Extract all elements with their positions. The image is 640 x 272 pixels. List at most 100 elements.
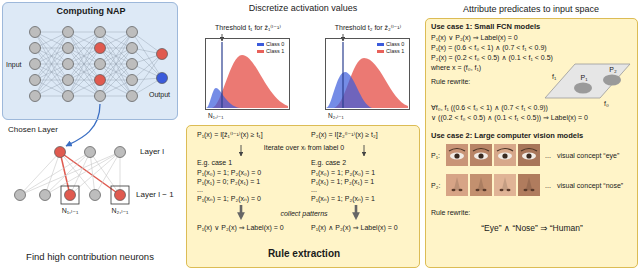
neural-network [95,43,106,54]
histogram-curves [326,72,372,108]
node-text: ... [197,186,203,194]
node-text: P₁(x₀) = 1; P₂(x₀) = 1 [311,169,375,177]
feature-plane [603,75,621,86]
histogram-curves [206,88,240,108]
neural-network [100,32,132,80]
image-patch [478,177,484,191]
image-patch [470,174,492,196]
arrow-label: Chosen Layer [8,125,58,134]
image-patch [452,189,456,191]
layer-connections [70,152,120,195]
axis-label: N₁,ₗ₋₁ [208,112,223,119]
image-patch [454,153,459,158]
neural-network [95,27,106,38]
node-text: P₁ [580,74,587,82]
image-patch [446,174,468,196]
layer-label: Layer l [140,147,164,156]
layer-connections [55,147,66,158]
legend-entry: Class 1 [257,48,284,54]
neural-network [68,32,100,80]
neural-network [100,32,132,80]
box-fill [205,38,290,110]
node-text: f₀ [604,100,609,108]
node-text: P₁(x) = I[ẑ₁⁽ˡ⁻¹⁾(x) ≥ t₁] [197,131,263,139]
image-patch [494,144,516,166]
layer-connections [15,190,26,201]
layer-connections [95,152,120,195]
node-text: P₁(x) = (0.6 < f₀ < 1) ∧ (0.7 < f₁ < 0.9… [431,44,547,52]
neural-network [63,75,74,86]
layer-caption: Output [149,91,170,99]
layer-connections [115,147,126,158]
legend-swatch [377,50,384,53]
neural-network [100,48,132,96]
layer-connections [45,152,120,195]
node-text: P₁: [431,152,440,160]
neural-network [30,27,41,38]
image-patch [494,144,516,166]
node-text: where x = (f₀, f₁) [431,64,481,72]
layer-connections [15,147,130,205]
image-patch [521,149,537,152]
panel-title: Find high contribution neurons [26,252,154,263]
image-patch [522,153,536,160]
node-text: P₂(x) = I[ẑ₂⁽ˡ⁻¹⁾(x) ≥ t₂] [311,131,378,139]
image-patch [459,189,463,191]
node-text: ∨ ((0.2 < f₀ < 0.5) ∧ (0.1 < f₁ < 0.5)) … [431,114,588,122]
image-patch [446,144,540,196]
node-text: visual concept “nose” [557,182,623,190]
flow-arrow [241,145,242,156]
neural-network [127,75,138,86]
image-patch [518,174,540,196]
layer-connections [20,152,120,195]
histogram-curves [221,42,222,108]
panel-title: Discretize activation values [249,3,358,13]
image-patch [470,144,492,166]
image-patch [470,174,492,196]
node-text: Rule rewrite: [431,209,470,217]
image-patch [518,144,540,166]
neural-network [63,43,74,54]
node-text: P₁(xₙ) = 1; P₂(xₙ) = 0 [197,195,261,203]
neural-network [68,48,100,96]
neural-network [95,59,106,70]
neural-network [100,48,132,96]
neural-network [127,91,138,102]
node-text: Rule rewrite: [431,78,470,86]
image-patch [474,153,488,160]
node-text: collect patterns [280,210,327,218]
network-panel: Computing NAPInputOutput [2,2,178,120]
neuron-label: N₂,ₗ₋₁ [112,207,129,215]
neural-network [35,48,68,96]
layer-label: Layer l − 1 [136,190,174,199]
box-fill [2,2,638,268]
image-patch [502,177,508,191]
neural-network [35,48,68,96]
layer-connections [20,152,90,195]
image-patch [498,153,512,160]
image-patch [500,189,504,191]
neuron-label: N₁,ₗ₋₁ [62,207,79,215]
neural-network [35,32,68,80]
neural-network [95,75,106,86]
neural-network [63,59,74,70]
image-patch [497,149,513,152]
layer-connections [40,190,51,201]
layer-connections [45,152,90,195]
neural-network [157,49,168,60]
box-fill [425,18,638,268]
legend-entry: Class 0 [377,41,404,47]
layer-connections [111,186,129,204]
neural-network [30,43,41,54]
image-patch [494,174,516,196]
layer-connections [85,147,96,158]
neural-network [157,73,168,84]
image-patch [473,149,489,152]
histogram-curves [342,42,343,108]
node-text: P₁(x) ∨ P₂(x) ⇒ Label(x) = 0 [197,224,284,232]
neural-network [30,27,168,102]
node-text: P₁(x₁) = 0; P₂(x₁) = 1 [197,178,260,186]
legend-swatch [257,50,264,53]
node-text: Iterate over xᵢ from label 0 [264,144,344,152]
feature-plane [574,83,592,94]
